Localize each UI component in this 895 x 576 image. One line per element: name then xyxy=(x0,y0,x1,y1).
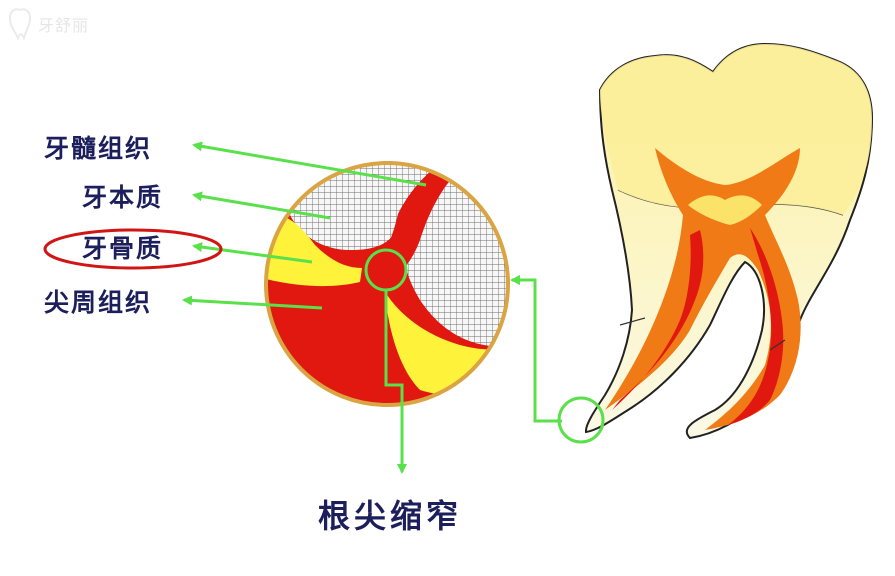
label-pulp-tissue: 牙髓组织 xyxy=(44,134,153,163)
label-cementum: 牙骨质 xyxy=(82,234,164,263)
arrow-cementum xyxy=(192,242,313,264)
label-periapical-tissue: 尖周组织 xyxy=(44,288,153,317)
tooth-illustration xyxy=(584,42,874,440)
label-apical-constriction: 根尖缩窄 xyxy=(318,497,463,535)
arrow-periapical-tissue xyxy=(182,295,323,310)
arrow-apical-constriction xyxy=(384,289,407,474)
magnified-apex-circle xyxy=(264,161,510,407)
label-dentin: 牙本质 xyxy=(82,183,164,212)
watermark-text: 牙舒丽 xyxy=(38,16,90,35)
pointer-arrows xyxy=(182,141,562,474)
highlight-ellipse xyxy=(43,228,223,270)
watermark: 牙舒丽 xyxy=(38,12,89,36)
tooth-logo-icon xyxy=(8,8,32,41)
arrow-apex-to-magnified xyxy=(510,275,562,423)
arrow-dentin xyxy=(192,191,331,220)
arrow-pulp-tissue xyxy=(192,141,427,187)
